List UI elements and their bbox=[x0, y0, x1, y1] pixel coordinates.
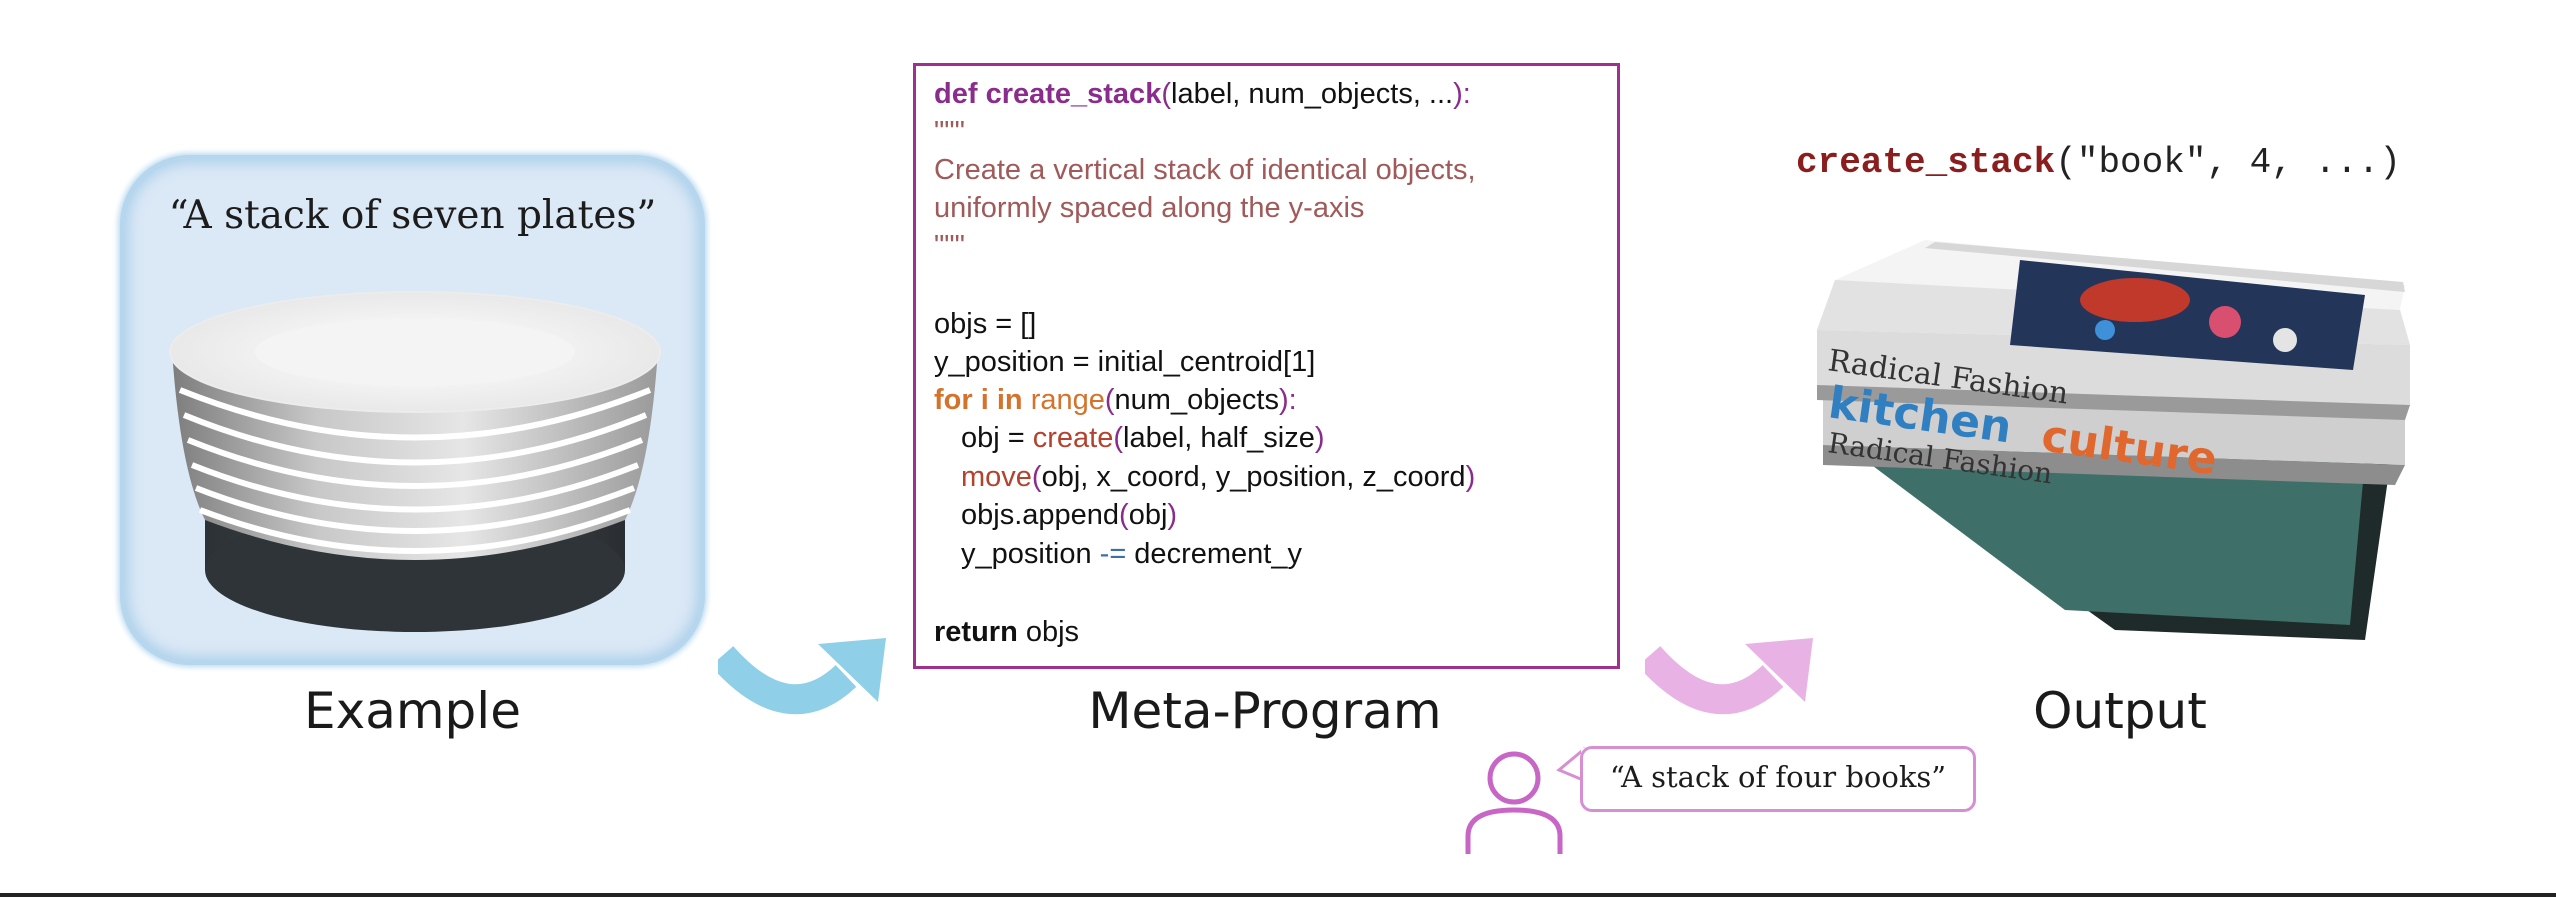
example-caption: Example bbox=[304, 682, 521, 740]
code-line-move: move(obj, x_coord, y_position, z_coord) bbox=[961, 461, 1476, 493]
code-line-decrement: y_position -= decrement_y bbox=[961, 538, 1302, 570]
code-line-return: return objs bbox=[934, 616, 1080, 648]
code-line-doc-close: """ bbox=[934, 230, 965, 262]
user-icon bbox=[1465, 751, 1563, 854]
output-caption: Output bbox=[2033, 682, 2207, 740]
code-line-doc-1: Create a vertical stack of identical obj… bbox=[934, 154, 1476, 186]
code-line-def: def create_stack(label, num_objects, ...… bbox=[934, 78, 1471, 110]
code-line-objs: objs = [] bbox=[934, 308, 1037, 340]
code-line-doc-open: """ bbox=[934, 116, 965, 148]
code-line-doc-2: uniformly spaced along the y-axis bbox=[934, 192, 1365, 224]
user-prompt-text: “A stack of four books” bbox=[1609, 760, 1947, 794]
bottom-divider bbox=[0, 893, 2556, 897]
code-line-create: obj = create(label, half_size) bbox=[961, 422, 1325, 454]
output-call-code: create_stack("book", 4, ...) bbox=[1796, 142, 2401, 183]
example-prompt-text: “A stack of seven plates” bbox=[168, 193, 657, 238]
arrow-right-up-icon bbox=[1645, 638, 1813, 715]
books-stack-image: Radical Fashion kitchen culture Radical … bbox=[1817, 240, 2410, 640]
speech-bubble bbox=[1580, 746, 1976, 812]
code-line-ypos-init: y_position = initial_centroid[1] bbox=[934, 346, 1316, 378]
code-line-append: objs.append(obj) bbox=[961, 499, 1178, 531]
plates-stack-image bbox=[169, 291, 661, 632]
arrow-right-up-icon bbox=[718, 638, 886, 715]
code-line-for: for i in range(num_objects): bbox=[934, 384, 1297, 416]
meta-program-caption: Meta-Program bbox=[1088, 682, 1442, 740]
meta-program-code-box bbox=[913, 63, 1620, 669]
